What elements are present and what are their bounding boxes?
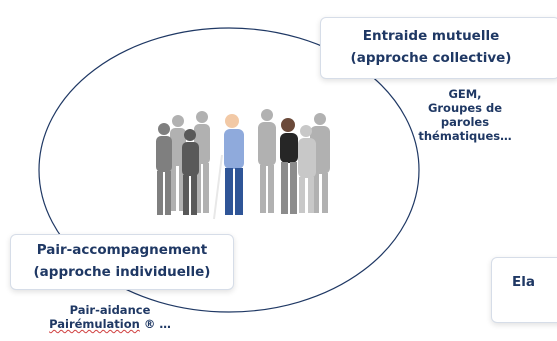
individual-approach-box: Pair-accompagnement (approche individuel… [10,234,234,290]
collective-title: Entraide mutuelle [362,28,500,44]
collective-example-paroles: paroles [440,115,490,129]
pairemulation-suffix: ® … [139,317,171,331]
collective-approach-box: Entraide mutuelle (approche collective) [320,17,557,79]
collective-examples: GEM, Groupes de paroles thématiques… [405,87,525,143]
collective-example-groupes: Groupes de [427,101,503,115]
individual-title: Pair-accompagnement [36,242,208,258]
individual-example-pair-aidance: Pair-aidance [69,303,151,317]
right-box-label: Ela [512,274,535,290]
pairemulation-word: Pairémulation [49,317,140,331]
individual-example-pairemulation: Pairémulation ® … [20,317,200,331]
group-of-people-icon [156,109,330,220]
collective-example-gem: GEM, [448,87,482,101]
collective-subtitle: (approche collective) [350,50,512,66]
individual-examples: Pair-aidance Pairémulation ® … [20,303,200,331]
right-approach-box: Ela [491,257,557,323]
collective-example-thematiques: thématiques… [418,129,512,143]
individual-subtitle: (approche individuelle) [33,264,211,280]
